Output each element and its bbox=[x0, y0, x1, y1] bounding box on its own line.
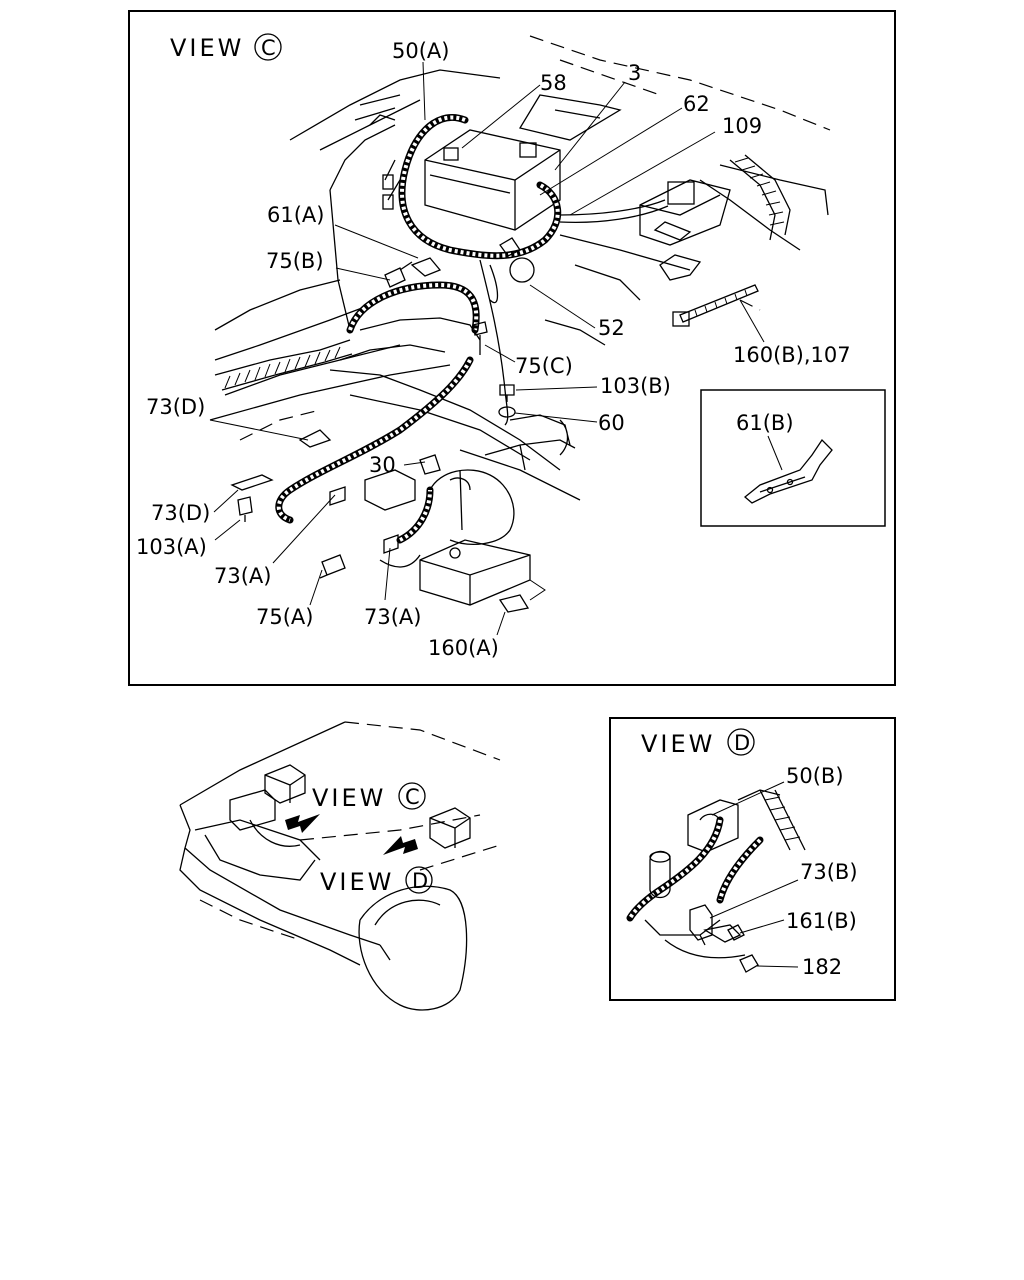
view-c-leaders bbox=[209, 61, 765, 636]
lower-unit bbox=[364, 414, 576, 606]
view-c-title: VIEW bbox=[170, 34, 244, 62]
view-d-letter: D bbox=[734, 731, 750, 755]
overview-view-c-letter: C bbox=[405, 785, 420, 809]
callout-73d-bottom: 73(D) bbox=[151, 501, 210, 525]
callout-61b: 61(B) bbox=[736, 411, 794, 435]
callout-62: 62 bbox=[683, 92, 710, 116]
arrow-view-c bbox=[285, 814, 320, 833]
callout-3: 3 bbox=[628, 61, 641, 85]
fasteners bbox=[230, 237, 535, 613]
callout-103a: 103(A) bbox=[136, 535, 207, 559]
callout-109: 109 bbox=[722, 114, 762, 138]
callout-75a: 75(A) bbox=[256, 605, 313, 629]
callout-75b: 75(B) bbox=[266, 249, 324, 273]
inset-frame bbox=[700, 389, 886, 527]
callout-50a: 50(A) bbox=[392, 39, 449, 63]
vehicle-overview: VIEW C VIEW D bbox=[179, 721, 501, 1011]
callout-73b: 73(B) bbox=[800, 860, 858, 884]
view-d-panel: VIEW D bbox=[609, 717, 896, 1001]
arrow-view-d bbox=[383, 836, 418, 855]
view-c-panel: VIEW C bbox=[128, 10, 896, 686]
fender-seams bbox=[214, 94, 791, 391]
view-d-title: VIEW bbox=[641, 730, 715, 758]
callout-61a: 61(A) bbox=[267, 203, 324, 227]
callout-73d-top: 73(D) bbox=[146, 395, 205, 419]
callout-161b: 161(B) bbox=[786, 909, 857, 933]
view-d-art bbox=[626, 789, 806, 973]
callout-52: 52 bbox=[598, 316, 625, 340]
callout-58: 58 bbox=[540, 71, 567, 95]
view-d-callouts: 50(B) 73(B) 161(B) 182 bbox=[786, 764, 858, 979]
view-c-letter: C bbox=[261, 36, 276, 60]
callout-103b: 103(B) bbox=[600, 374, 671, 398]
cable-tie-part bbox=[672, 284, 759, 327]
bracket-61b bbox=[743, 438, 833, 504]
callout-160b-107: 160(B),107 bbox=[733, 343, 851, 367]
overview-view-d-letter: D bbox=[412, 869, 428, 893]
callout-60: 60 bbox=[598, 411, 625, 435]
callout-73a-right: 73(A) bbox=[364, 605, 421, 629]
relay-box bbox=[639, 179, 731, 281]
view-c-letter-circle bbox=[254, 33, 282, 61]
view-c-frame bbox=[128, 10, 896, 686]
view-d-leaders bbox=[709, 781, 799, 968]
callout-30: 30 bbox=[369, 453, 396, 477]
overview-view-c-label: VIEW bbox=[312, 784, 386, 812]
callout-50b: 50(B) bbox=[786, 764, 844, 788]
engine-bay-structure bbox=[209, 35, 831, 501]
overview-view-d-label: VIEW bbox=[320, 868, 394, 896]
callout-75c: 75(C) bbox=[515, 354, 573, 378]
battery bbox=[424, 94, 622, 231]
view-d-frame bbox=[609, 717, 896, 1001]
callout-160a: 160(A) bbox=[428, 636, 499, 660]
view-c-callouts: 50(A) 58 3 62 109 61(A) 75(B) 52 160(B),… bbox=[136, 39, 851, 660]
callout-182: 182 bbox=[802, 955, 842, 979]
wiring-harness bbox=[275, 113, 669, 568]
callout-73a-left: 73(A) bbox=[214, 564, 271, 588]
inset-61b: 61(B) bbox=[700, 389, 886, 527]
